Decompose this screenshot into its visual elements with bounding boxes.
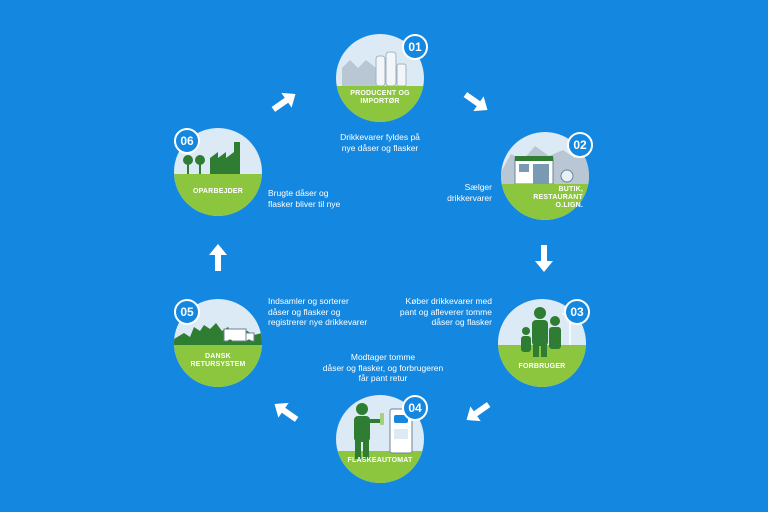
arrow-icon: [463, 92, 488, 112]
step-05-description: Indsamler og sorterer dåser og flasker o…: [268, 296, 368, 327]
arrow-icon: [271, 92, 296, 112]
step-01-description: Drikkevarer fyldes på nye dåser og flask…: [340, 132, 420, 153]
step-01-badge: 01: [402, 34, 428, 60]
step-02-store: BUTIK, RESTAURANT O.LIGN. 02: [501, 132, 593, 220]
arrow-icon: [274, 402, 299, 422]
arrow-04-to-05: [270, 396, 302, 428]
arrow-02-to-03: [528, 242, 560, 274]
step-05-label: DANSK RETURSYSTEM: [190, 353, 246, 368]
step-05-return-system: DANSK RETURSYSTEM 05: [174, 299, 262, 387]
step-06-description: Brugte dåser og flasker bliver til nye: [268, 188, 341, 209]
step-04-description: Modtager tomme dåser og flasker, og forb…: [322, 352, 444, 383]
recycling-factory-icon: [174, 128, 262, 216]
arrow-icon: [466, 402, 491, 422]
step-03-badge: 03: [564, 299, 590, 325]
step-03-label: FORBRUGER: [518, 363, 566, 370]
arrow-icon: [535, 245, 553, 272]
step-06-badge: 06: [174, 128, 200, 154]
step-06-label: OPARBEJDER: [192, 188, 244, 195]
arrow-01-to-02: [460, 86, 492, 118]
step-05-badge: 05: [174, 299, 200, 325]
arrow-icon: [209, 244, 227, 271]
arrow-06-to-01: [268, 86, 300, 118]
step-03-consumer: FORBRUGER 03: [498, 299, 590, 387]
arrow-05-to-06: [202, 242, 234, 274]
step-03-description: Køber drikkevarer med pant og afleverer …: [399, 296, 492, 327]
step-06-processor: OPARBEJDER 06: [174, 128, 262, 216]
arrow-03-to-04: [462, 396, 494, 428]
step-04-bottle-machine: FLASKEAUTOMAT 04: [336, 395, 428, 483]
step-02-label: BUTIK, RESTAURANT O.LIGN.: [533, 186, 583, 209]
step-01-producer: PRODUCENT OG IMPORTØR 01: [336, 34, 428, 122]
step-01-label: PRODUCENT OG IMPORTØR: [350, 90, 410, 105]
step-02-badge: 02: [567, 132, 593, 158]
step-04-badge: 04: [402, 395, 428, 421]
step-02-description: Sælger drikkervarer: [447, 182, 492, 203]
step-04-label: FLASKEAUTOMAT: [347, 457, 413, 464]
